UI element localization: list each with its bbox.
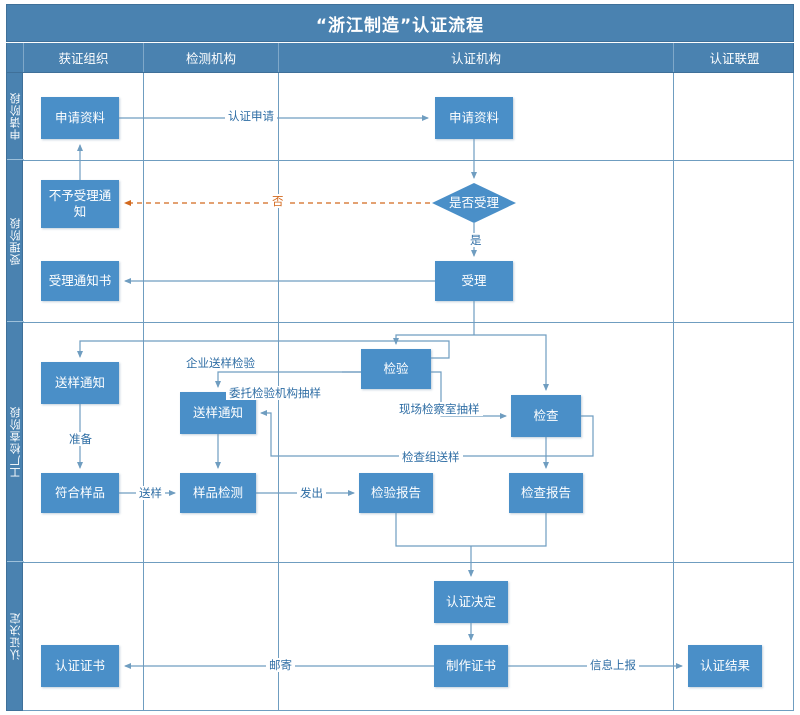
stage-divider-2 (23, 322, 793, 323)
node-sample-notice-lab[interactable]: 送样通知 (180, 392, 256, 434)
node-label: 制作证书 (445, 658, 496, 674)
node-label: 申请资料 (54, 110, 105, 126)
node-sample-test[interactable]: 样品检测 (180, 473, 256, 513)
node-inspection-report[interactable]: 检验报告 (359, 473, 433, 513)
node-label: 申请资料 (448, 110, 499, 126)
node-label: 受理通知书 (48, 273, 112, 289)
node-accept-decision[interactable]: 是否受理 (432, 183, 516, 223)
stage-cell-0: 申请阶段 (7, 73, 24, 160)
stage-cell-2: 工厂检查阶段 (7, 322, 24, 562)
node-cert-decision[interactable]: 认证决定 (434, 581, 508, 623)
column-header-row: 获证组织检测机构认证机构 认证联盟 (6, 43, 794, 73)
node-label: 符合样品 (54, 485, 105, 501)
diamond-shape-icon (432, 183, 516, 223)
node-label: 认证结果 (699, 658, 750, 674)
swimlane-grid (23, 73, 794, 711)
node-accept-notice[interactable]: 受理通知书 (41, 261, 119, 301)
page-title: “浙江制造”认证流程 (6, 4, 794, 42)
edge-label-send-sample: 送样 (136, 486, 165, 500)
node-label: 检验报告 (370, 485, 421, 501)
edge-label-issue: 发出 (297, 486, 326, 500)
node-reject-notice[interactable]: 不予受理通知 (41, 180, 119, 228)
node-label: 送样通知 (192, 405, 243, 421)
column-header-spacer (7, 43, 24, 72)
node-accept[interactable]: 受理 (435, 261, 513, 301)
column-header-0: 获证组织 (24, 43, 144, 72)
stage-cell-1: 受理阶段 (7, 160, 24, 322)
edge-label-group-sends: 检查组送样 (399, 450, 463, 464)
node-apply-docs-cert[interactable]: 申请资料 (435, 97, 513, 139)
node-label: 样品检测 (192, 485, 243, 501)
stage-cell-3: 认证决定 (7, 562, 24, 710)
node-label: 检查报告 (520, 485, 571, 501)
node-label: 认证证书 (54, 658, 105, 674)
stage-label: 工厂检查阶段 (8, 405, 22, 478)
edge-label-report-info: 信息上报 (587, 658, 639, 672)
stage-divider-3 (23, 562, 793, 563)
column-header-3: 认证联盟 (709, 51, 760, 66)
edge-label-no-branch: 否 (269, 194, 287, 208)
stage-divider-1 (23, 160, 793, 161)
node-label: 检验 (383, 361, 409, 377)
node-sample-notice-org[interactable]: 送样通知 (41, 362, 119, 404)
stage-label: 受理阶段 (8, 216, 22, 265)
node-cert-result[interactable]: 认证结果 (688, 645, 762, 687)
lane-divider-2 (673, 73, 674, 710)
node-examination[interactable]: 检查 (511, 395, 581, 437)
node-label: 是否受理 (448, 195, 499, 211)
node-conforming-sample[interactable]: 符合样品 (41, 473, 119, 513)
edge-label-yes-branch: 是 (467, 233, 485, 247)
column-header-1: 检测机构 (144, 43, 279, 72)
edge-label-onsite-lab: 现场检察室抽样 (396, 402, 483, 416)
edge-label-company-sends: 企业送样检验 (183, 356, 258, 370)
node-label: 认证决定 (445, 594, 496, 610)
node-label: 不予受理通知 (48, 188, 112, 219)
node-label: 送样通知 (54, 375, 105, 391)
lane-divider-0 (143, 73, 144, 710)
edge-label-entrust-lab: 委托检验机构抽样 (226, 386, 324, 400)
stage-label: 认证决定 (8, 612, 22, 660)
edge-label-cert-application: 认证申请 (225, 109, 277, 123)
edge-label-mail: 邮寄 (266, 658, 295, 672)
column-header-2: 认证机构 (279, 43, 674, 72)
node-apply-docs-org[interactable]: 申请资料 (41, 97, 119, 139)
node-examination-report[interactable]: 检查报告 (509, 473, 583, 513)
edge-label-prepare: 准备 (66, 432, 95, 446)
stage-label: 申请阶段 (8, 92, 22, 140)
node-inspection[interactable]: 检验 (361, 349, 431, 389)
stage-rail: 申请阶段受理阶段工厂检查阶段认证决定 (6, 73, 24, 711)
node-label: 检查 (533, 408, 559, 424)
node-certificate[interactable]: 认证证书 (41, 645, 119, 687)
node-make-cert[interactable]: 制作证书 (434, 645, 508, 687)
node-label: 受理 (461, 273, 487, 289)
